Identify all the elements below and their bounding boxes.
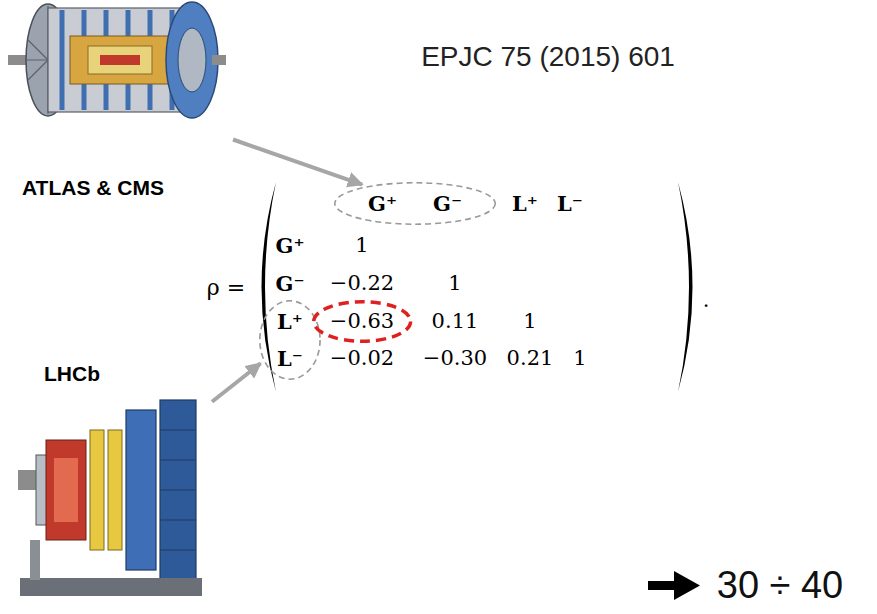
ellipse-outline — [314, 301, 411, 341]
pointer-arrow — [212, 363, 260, 401]
punctuation: . — [703, 285, 710, 316]
matrix-cell: 0.21 — [507, 343, 554, 374]
detector-name: LHCb — [44, 362, 100, 386]
matrix-cell: 1 — [573, 343, 586, 374]
matrix-cell: 1 — [523, 306, 536, 337]
column-header: L⁻ — [557, 188, 583, 219]
ellipse-outline — [335, 182, 495, 223]
ellipse-outline — [260, 301, 320, 379]
matrix-cell: 1 — [355, 230, 368, 261]
reference: EPJC 75 (2015) 601 — [421, 41, 675, 73]
implication-arrow — [648, 571, 700, 600]
matrix-entry: G⁻ — [433, 188, 462, 219]
matrix-cell: 0.11 — [432, 306, 479, 337]
highlight-ellipse: −0.63 — [312, 300, 412, 343]
detector-figure: ATLAS & CMS — [18, 2, 233, 202]
pointer-arrow — [233, 140, 362, 185]
right-parenthesis — [678, 182, 693, 392]
matrix-entry: −0.63 — [330, 306, 394, 337]
result-range: 30 ÷ 40 — [717, 564, 844, 607]
atlas-detector — [8, 2, 226, 118]
lhcb-detector — [18, 400, 202, 596]
matrix-cell: −0.22 — [330, 268, 394, 299]
matrix-cell: −0.30 — [423, 343, 487, 374]
matrix-entry: G⁺ — [368, 188, 397, 219]
column-header: L⁺ — [512, 188, 538, 219]
ellipse-outline — [334, 182, 496, 225]
left-parenthesis — [262, 182, 277, 392]
matrix-entry: L⁺ — [277, 306, 303, 337]
matrix-cell: 1 — [448, 268, 461, 299]
row-header: G⁻ — [275, 268, 304, 299]
detector-figure: LHCb — [12, 358, 212, 604]
matrix-cell: −0.02 — [330, 343, 394, 374]
detector-name: ATLAS & CMS — [22, 176, 164, 200]
row-header: G⁺ — [275, 230, 304, 261]
matrix-entry: L⁻ — [277, 343, 303, 374]
matrix-symbol: ρ = — [207, 275, 245, 300]
dashed-ellipse: G⁺ G⁻ — [334, 182, 496, 225]
dashed-ellipse: L⁺ L⁻ — [259, 300, 321, 380]
